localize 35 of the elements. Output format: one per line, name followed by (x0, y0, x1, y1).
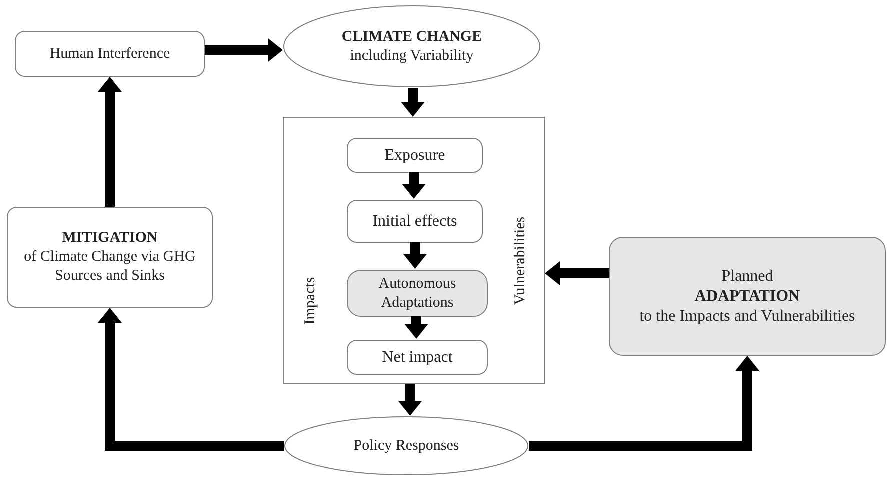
process-box (7, 207, 213, 308)
node-text: including Variability (349, 46, 475, 66)
node-heading: MITIGATION (61, 229, 159, 248)
ellipse-node (284, 416, 529, 476)
node-heading: ADAPTATION (694, 286, 802, 306)
node-text: to the Impacts and Vulnerabilities (638, 306, 856, 326)
node-text: Initial effects (372, 212, 458, 232)
side-label: Vulnerabilities (514, 216, 528, 306)
node-text: Policy Responses (352, 436, 460, 456)
arrow (545, 262, 609, 286)
arrow (398, 384, 422, 416)
arrow (404, 316, 428, 339)
node-text: Human Interference (48, 44, 172, 64)
process-box (347, 340, 488, 375)
arrow (403, 242, 428, 269)
process-box (15, 31, 205, 77)
arrow (401, 88, 425, 117)
side-label: Impacts (304, 277, 318, 325)
shaded-box (347, 270, 488, 317)
node-text: Exposure (384, 146, 446, 166)
arrow (529, 356, 760, 451)
ellipse-node (283, 5, 541, 88)
arrow (205, 38, 283, 62)
node-text: of Climate Change via GHG Sources and Sinks (23, 248, 197, 286)
node-text: Planned (720, 266, 774, 286)
shaded-box (609, 237, 886, 356)
node-text: Autonomous Adaptations (378, 274, 458, 312)
node-text: Net impact (381, 348, 454, 368)
arrow (402, 172, 426, 199)
process-box (347, 138, 483, 173)
arrow (98, 308, 284, 451)
group-frame (283, 117, 545, 384)
process-box (347, 200, 483, 243)
node-heading: CLIMATE CHANGE (340, 28, 484, 46)
arrow (98, 77, 122, 207)
